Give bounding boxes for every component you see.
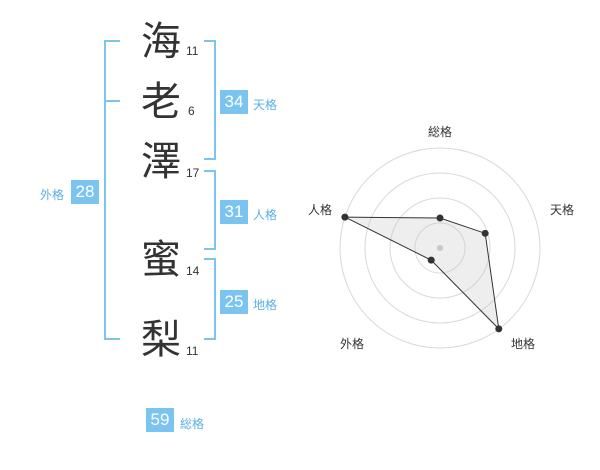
sou-label: 総格	[180, 417, 205, 431]
bracket-chi-top	[204, 258, 216, 260]
gai-value-badge: 28	[71, 180, 99, 204]
ten-value-badge: 34	[220, 90, 248, 114]
name-char-4: 蜜	[141, 237, 181, 283]
radar-polygon	[344, 216, 500, 331]
radar-axis-label-2: 地格	[511, 337, 536, 351]
bracket-ten-bottom	[204, 158, 216, 160]
radar-axis-label-3: 外格	[340, 337, 365, 351]
radar-axis-label-4: 人格	[308, 203, 333, 217]
bracket-gai-vertical	[104, 40, 106, 340]
chi-value-badge: 25	[220, 290, 248, 314]
ten-label: 天格	[253, 98, 278, 112]
radar-axis-label-0: 総格	[428, 125, 453, 139]
gai-label: 外格	[40, 188, 65, 202]
radar-center-dot	[437, 245, 443, 251]
bracket-jin-vertical	[214, 170, 216, 250]
radar-point-0	[436, 214, 444, 222]
stroke-count-1: 11	[186, 44, 199, 58]
bracket-chi-vertical	[214, 258, 216, 340]
radar-point-4	[341, 213, 349, 221]
chi-label: 地格	[253, 298, 278, 312]
bracket-gai-top	[104, 40, 120, 42]
bracket-chi-bottom	[204, 338, 216, 340]
bracket-jin-top	[204, 170, 216, 172]
radar-point-3	[427, 256, 435, 264]
bracket-gai-mid	[104, 100, 120, 102]
bracket-jin-bottom	[204, 248, 216, 250]
name-char-1: 海	[141, 19, 181, 65]
name-char-5: 梨	[141, 317, 181, 363]
bracket-gai-bottom	[104, 338, 120, 340]
jin-label: 人格	[253, 208, 278, 222]
sou-value-badge: 59	[146, 408, 174, 432]
stroke-count-4: 14	[186, 264, 200, 278]
stroke-count-2: 6	[188, 104, 195, 118]
stroke-count-3: 17	[186, 166, 200, 180]
radar-ring-1	[414, 222, 466, 274]
radar-ring-3	[364, 172, 516, 324]
stroke-count-5: 11	[186, 344, 199, 358]
bracket-ten-top	[204, 40, 216, 42]
radar-axis-label-1: 天格	[550, 203, 575, 217]
radar-point-2	[495, 325, 503, 333]
jin-value-badge: 31	[220, 200, 248, 224]
bracket-ten-vertical	[214, 40, 216, 160]
radar-point-1	[481, 229, 489, 237]
radar-ring-2	[389, 197, 491, 299]
name-char-3: 澤	[141, 139, 181, 185]
radar-ring-4	[339, 147, 541, 349]
name-char-2: 老	[141, 79, 181, 125]
